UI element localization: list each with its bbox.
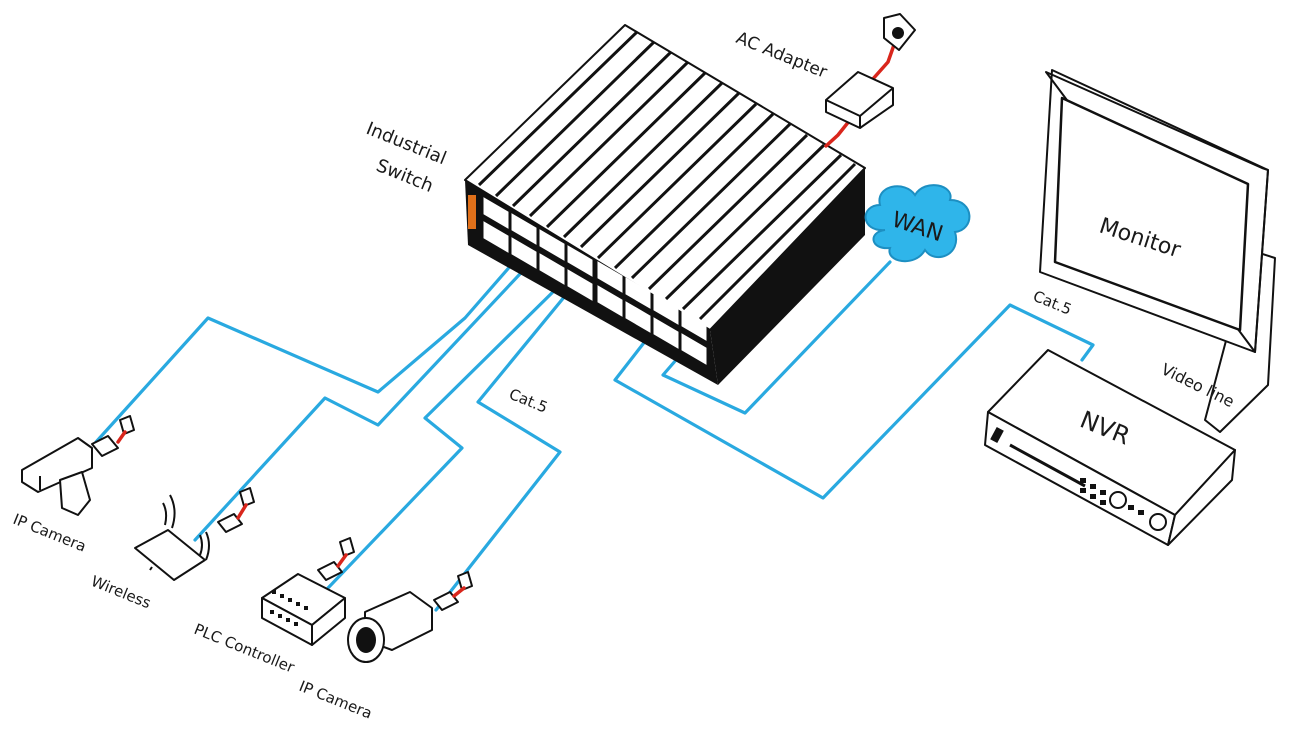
poe-injector-icon (317, 537, 355, 581)
cat5-label-right: Cat.5 (1031, 287, 1075, 319)
cable-nvr (613, 303, 1095, 500)
cat5-label-left: Cat.5 (507, 385, 551, 417)
cable-wan (661, 260, 892, 415)
cable-plc (326, 283, 562, 590)
nvr: NVR (984, 349, 1236, 546)
industrial-switch-label-line1: Industrial (363, 118, 449, 169)
poe-injector-icon (91, 415, 135, 457)
ethernet-cables (94, 253, 1095, 612)
wireless-ap-icon (134, 494, 210, 581)
cable-wireless (193, 256, 537, 542)
ac-adapter (824, 13, 916, 148)
ip-camera-icon (21, 437, 93, 516)
switch-heatsink-fins (477, 30, 857, 321)
poe-injector-icon (433, 571, 473, 611)
wall-socket-icon (883, 13, 916, 51)
cable-ip-camera-1 (94, 253, 522, 444)
switch-status-led (468, 195, 476, 229)
poe-injector-icon (217, 487, 255, 533)
ip-camera-2-label: IP Camera (297, 677, 375, 723)
ac-adapter-label: AC Adapter (733, 28, 830, 83)
monitor: Monitor (1039, 69, 1276, 433)
wan-cloud-icon: WAN (864, 184, 971, 263)
wireless-label: Wireless (89, 572, 154, 612)
industrial-switch (464, 24, 866, 385)
cable-ip-camera-2 (434, 266, 590, 612)
bullet-camera-icon (347, 591, 433, 663)
switch-ports (483, 197, 707, 365)
ip-camera-1-label: IP Camera (11, 510, 89, 556)
plc-controller-icon (261, 573, 346, 646)
